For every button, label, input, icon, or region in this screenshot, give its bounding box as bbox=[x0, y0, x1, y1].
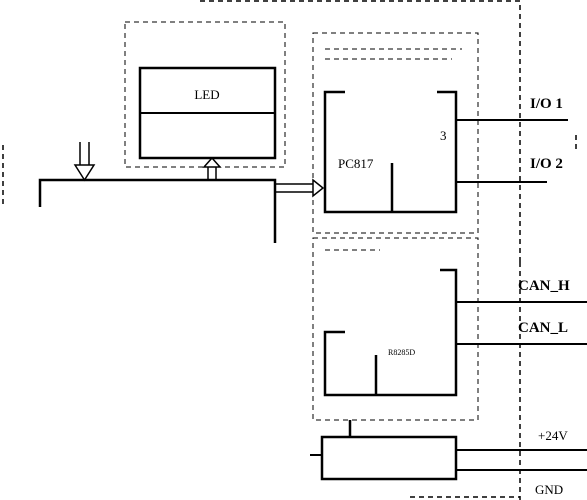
mcu-label: PC817 bbox=[338, 156, 374, 171]
mcu-chip bbox=[323, 90, 458, 214]
mcu-pin-right: 3 bbox=[440, 128, 447, 143]
main-bus-line bbox=[38, 178, 277, 243]
power-block bbox=[320, 435, 458, 481]
can-chip bbox=[323, 268, 458, 397]
outer-enclosure-border bbox=[200, 0, 521, 500]
io2-label: I/O 2 bbox=[530, 156, 563, 172]
can-frame bbox=[312, 237, 479, 421]
can-l-label: CAN_L bbox=[518, 320, 568, 336]
mcu-frame bbox=[312, 32, 479, 234]
gnd-label: GND bbox=[535, 482, 563, 497]
can-h-label: CAN_H bbox=[518, 278, 570, 294]
can-chip-right-label: R8285D bbox=[388, 348, 415, 357]
led-label: LED bbox=[194, 87, 219, 102]
v24-label: +24V bbox=[538, 428, 568, 443]
mcu-feed-arrow-icon bbox=[275, 178, 325, 198]
input-arrow-icon bbox=[73, 142, 96, 182]
led-feed-arrow-icon bbox=[202, 156, 222, 180]
io1-label: I/O 1 bbox=[530, 96, 563, 112]
